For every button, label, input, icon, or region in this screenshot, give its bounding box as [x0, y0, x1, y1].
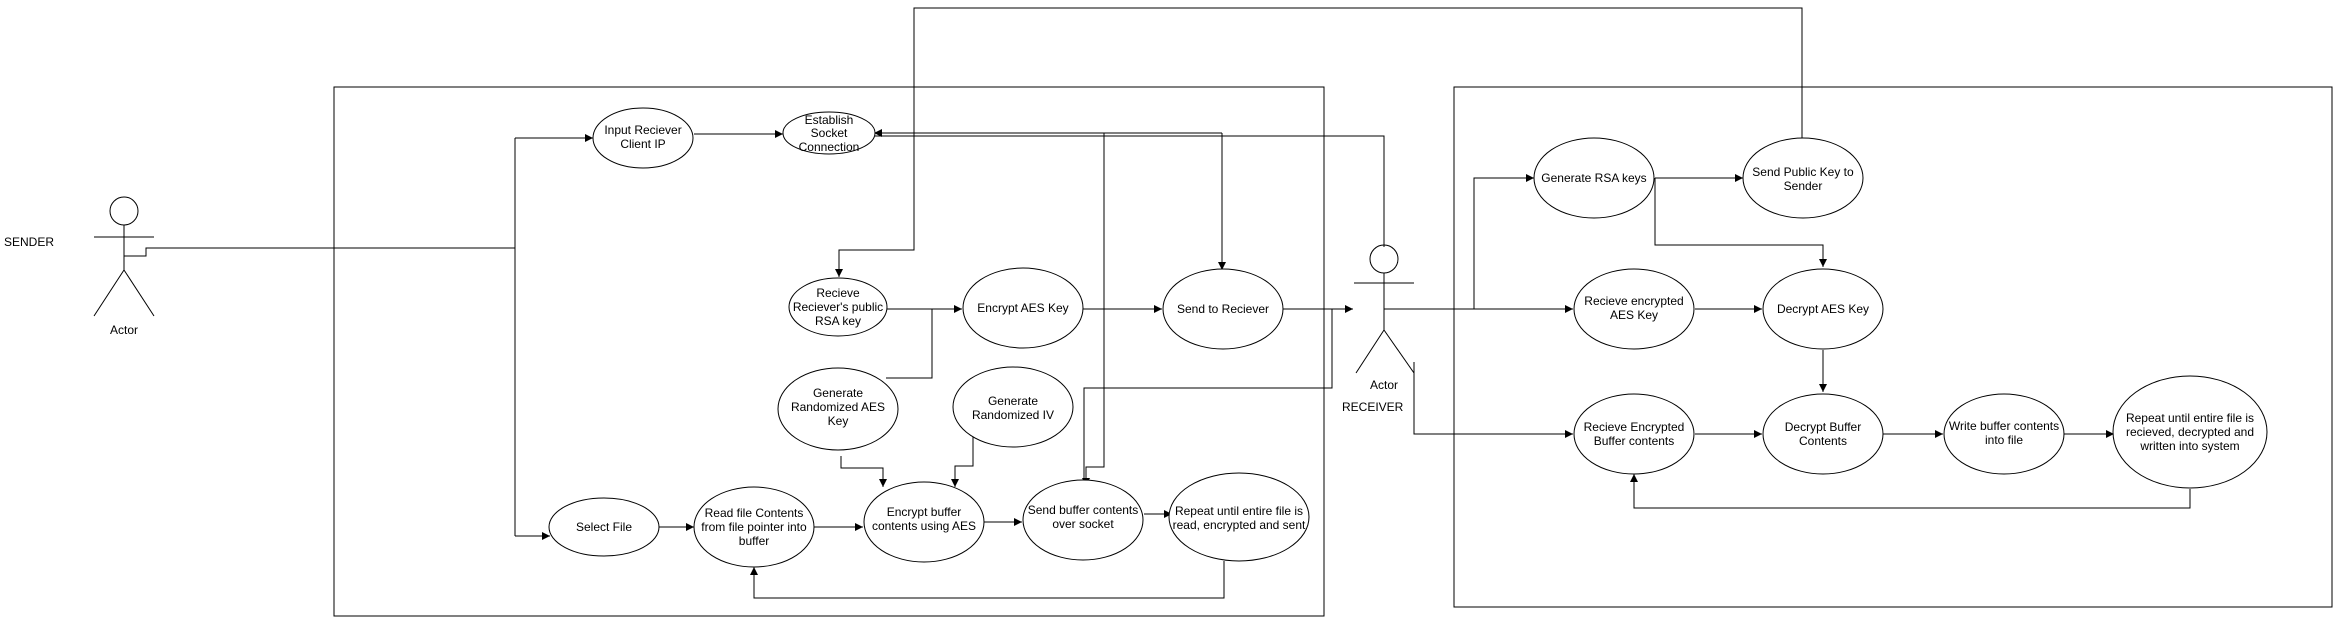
- use-case-repeat-recv: Repeat until entire file is recieved, de…: [2112, 375, 2268, 489]
- use-case-encrypt-buffer-line-2: contents using AES: [872, 519, 976, 533]
- use-case-encrypt-buffer-line-1: Encrypt buffer: [887, 505, 961, 519]
- receiver-actor-head: [1369, 244, 1399, 274]
- use-case-encrypt-aes-line-1: Encrypt AES Key: [977, 301, 1068, 315]
- use-case-recieve-enc-aes: Recieve encrypted AES Key: [1573, 268, 1695, 350]
- conn-receiver-actor-establish: [874, 135, 1385, 247]
- use-case-establish: Establish Socket Connection: [782, 111, 876, 155]
- use-case-recieve-rsa-line-1: Recieve: [816, 286, 860, 300]
- receiver-boundary: [1453, 86, 2333, 608]
- use-case-repeat-send-line-1: Repeat until entire file is: [1175, 504, 1303, 518]
- use-case-gen-iv-line-1: Generate: [988, 394, 1038, 408]
- conn-pubkey-to-recieve-rsa: [835, 7, 1803, 277]
- use-case-decrypt-buffer: Decrypt Buffer Contents: [1762, 393, 1884, 475]
- receiver-label: RECEIVER: [1342, 400, 1404, 414]
- conn-gen-aes-encrypt-buffer: [840, 456, 887, 487]
- use-case-gen-aes-line-2: Randomized AES: [791, 400, 885, 414]
- use-case-recieve-rsa-line-2: Reciever's public: [793, 300, 883, 314]
- conn-to-gen-rsa: [1473, 174, 1534, 309]
- conn-to-send-buffer: [1082, 133, 1105, 486]
- sender-boundary: [333, 86, 1325, 617]
- sender-actor-head: [109, 196, 139, 226]
- use-case-input-ip-line-2: Client IP: [620, 137, 665, 151]
- sender-actor: Actor: [93, 196, 155, 337]
- use-case-gen-iv: Generate Randomized IV: [952, 366, 1074, 448]
- use-case-establish-line-3: Connection: [799, 140, 860, 154]
- use-case-repeat-recv-line-2: recieved, decrypted and: [2126, 425, 2254, 439]
- use-case-recieve-rsa-line-3: RSA key: [815, 314, 861, 328]
- use-case-gen-aes: Generate Randomized AES Key: [777, 367, 899, 451]
- use-case-read-file-line-2: from file pointer into: [701, 520, 807, 534]
- use-case-input-ip-line-1: Input Reciever: [604, 123, 681, 137]
- conn-gen-aes-encrypt-aes: [886, 309, 933, 379]
- use-case-input-ip: Input Reciever Client IP: [592, 107, 694, 169]
- use-case-decrypt-buffer-line-1: Decrypt Buffer: [1785, 420, 1861, 434]
- use-case-encrypt-buffer: Encrypt buffer contents using AES: [863, 481, 985, 563]
- use-case-send-pubkey: Send Public Key to Sender: [1742, 137, 1864, 219]
- use-case-gen-aes-line-3: Key: [828, 414, 849, 428]
- use-case-send-pubkey-line-2: Sender: [1784, 179, 1823, 193]
- use-case-select-file-line-1: Select File: [576, 520, 632, 534]
- use-case-send-to-reciever-line-1: Send to Reciever: [1177, 302, 1269, 316]
- use-case-decrypt-aes: Decrypt AES Key: [1762, 268, 1884, 350]
- receiver-actor-label: Actor: [1370, 378, 1398, 392]
- conn-repeat-send-loop: [750, 561, 1225, 599]
- use-case-gen-iv-line-2: Randomized IV: [972, 408, 1054, 422]
- use-case-write-buffer-line-2: into file: [1985, 433, 2023, 447]
- use-case-repeat-send-line-2: read, encrypted and sent: [1173, 518, 1306, 532]
- use-case-send-buffer-line-2: over socket: [1052, 517, 1114, 531]
- use-case-gen-rsa: Generate RSA keys: [1533, 137, 1655, 219]
- use-case-establish-line-1: Establish: [805, 113, 854, 127]
- conn-repeat-recv-loop: [1630, 474, 2191, 509]
- use-case-recieve-enc-buffer: Recieve Encrypted Buffer contents: [1573, 393, 1695, 475]
- conn-sender-trunk: [124, 247, 515, 257]
- use-case-gen-rsa-line-1: Generate RSA keys: [1541, 171, 1646, 185]
- conn-gen-rsa-decrypt-aes: [1654, 178, 1827, 267]
- use-case-read-file-line-3: buffer: [739, 534, 769, 548]
- use-case-decrypt-aes-line-1: Decrypt AES Key: [1777, 302, 1869, 316]
- use-case-select-file: Select File: [548, 497, 660, 557]
- use-case-recieve-enc-buffer-line-2: Buffer contents: [1594, 434, 1675, 448]
- conn-send-buffer-link: [1083, 309, 1333, 487]
- use-case-recieve-enc-buffer-line-1: Recieve Encrypted: [1584, 420, 1685, 434]
- use-case-encrypt-aes: Encrypt AES Key: [962, 267, 1084, 349]
- connectors: [124, 7, 2191, 599]
- conn-gen-iv-encrypt-buffer: [951, 433, 974, 487]
- use-case-recieve-enc-aes-line-2: AES Key: [1610, 308, 1658, 322]
- sender-actor-label: Actor: [110, 323, 138, 337]
- use-case-write-buffer-line-1: Write buffer contents: [1949, 419, 2059, 433]
- use-case-recieve-rsa: Recieve Reciever's public RSA key: [788, 277, 888, 337]
- receiver-actor: Actor: [1354, 244, 1415, 392]
- use-case-send-buffer-line-1: Send buffer contents: [1028, 503, 1139, 517]
- use-case-gen-aes-line-1: Generate: [813, 386, 863, 400]
- use-case-read-file: Read file Contents from file pointer int…: [693, 486, 815, 568]
- use-case-send-to-reciever: Send to Reciever: [1162, 268, 1284, 350]
- use-case-decrypt-buffer-line-2: Contents: [1799, 434, 1847, 448]
- use-case-establish-line-2: Socket: [811, 126, 848, 140]
- use-case-repeat-recv-line-3: written into system: [2139, 439, 2239, 453]
- use-case-recieve-enc-aes-line-1: Recieve encrypted: [1584, 294, 1683, 308]
- conn-to-recieve-enc-buffer: [1413, 362, 1573, 438]
- use-case-repeat-recv-line-1: Repeat until entire file is: [2126, 411, 2254, 425]
- sender-label: SENDER: [4, 235, 54, 249]
- use-case-write-buffer: Write buffer contents into file: [1943, 393, 2065, 475]
- use-case-send-buffer: Send buffer contents over socket: [1022, 479, 1144, 561]
- use-case-read-file-line-1: Read file Contents: [705, 506, 804, 520]
- use-case-send-pubkey-line-1: Send Public Key to: [1752, 165, 1854, 179]
- use-case-repeat-send: Repeat until entire file is read, encryp…: [1168, 472, 1310, 562]
